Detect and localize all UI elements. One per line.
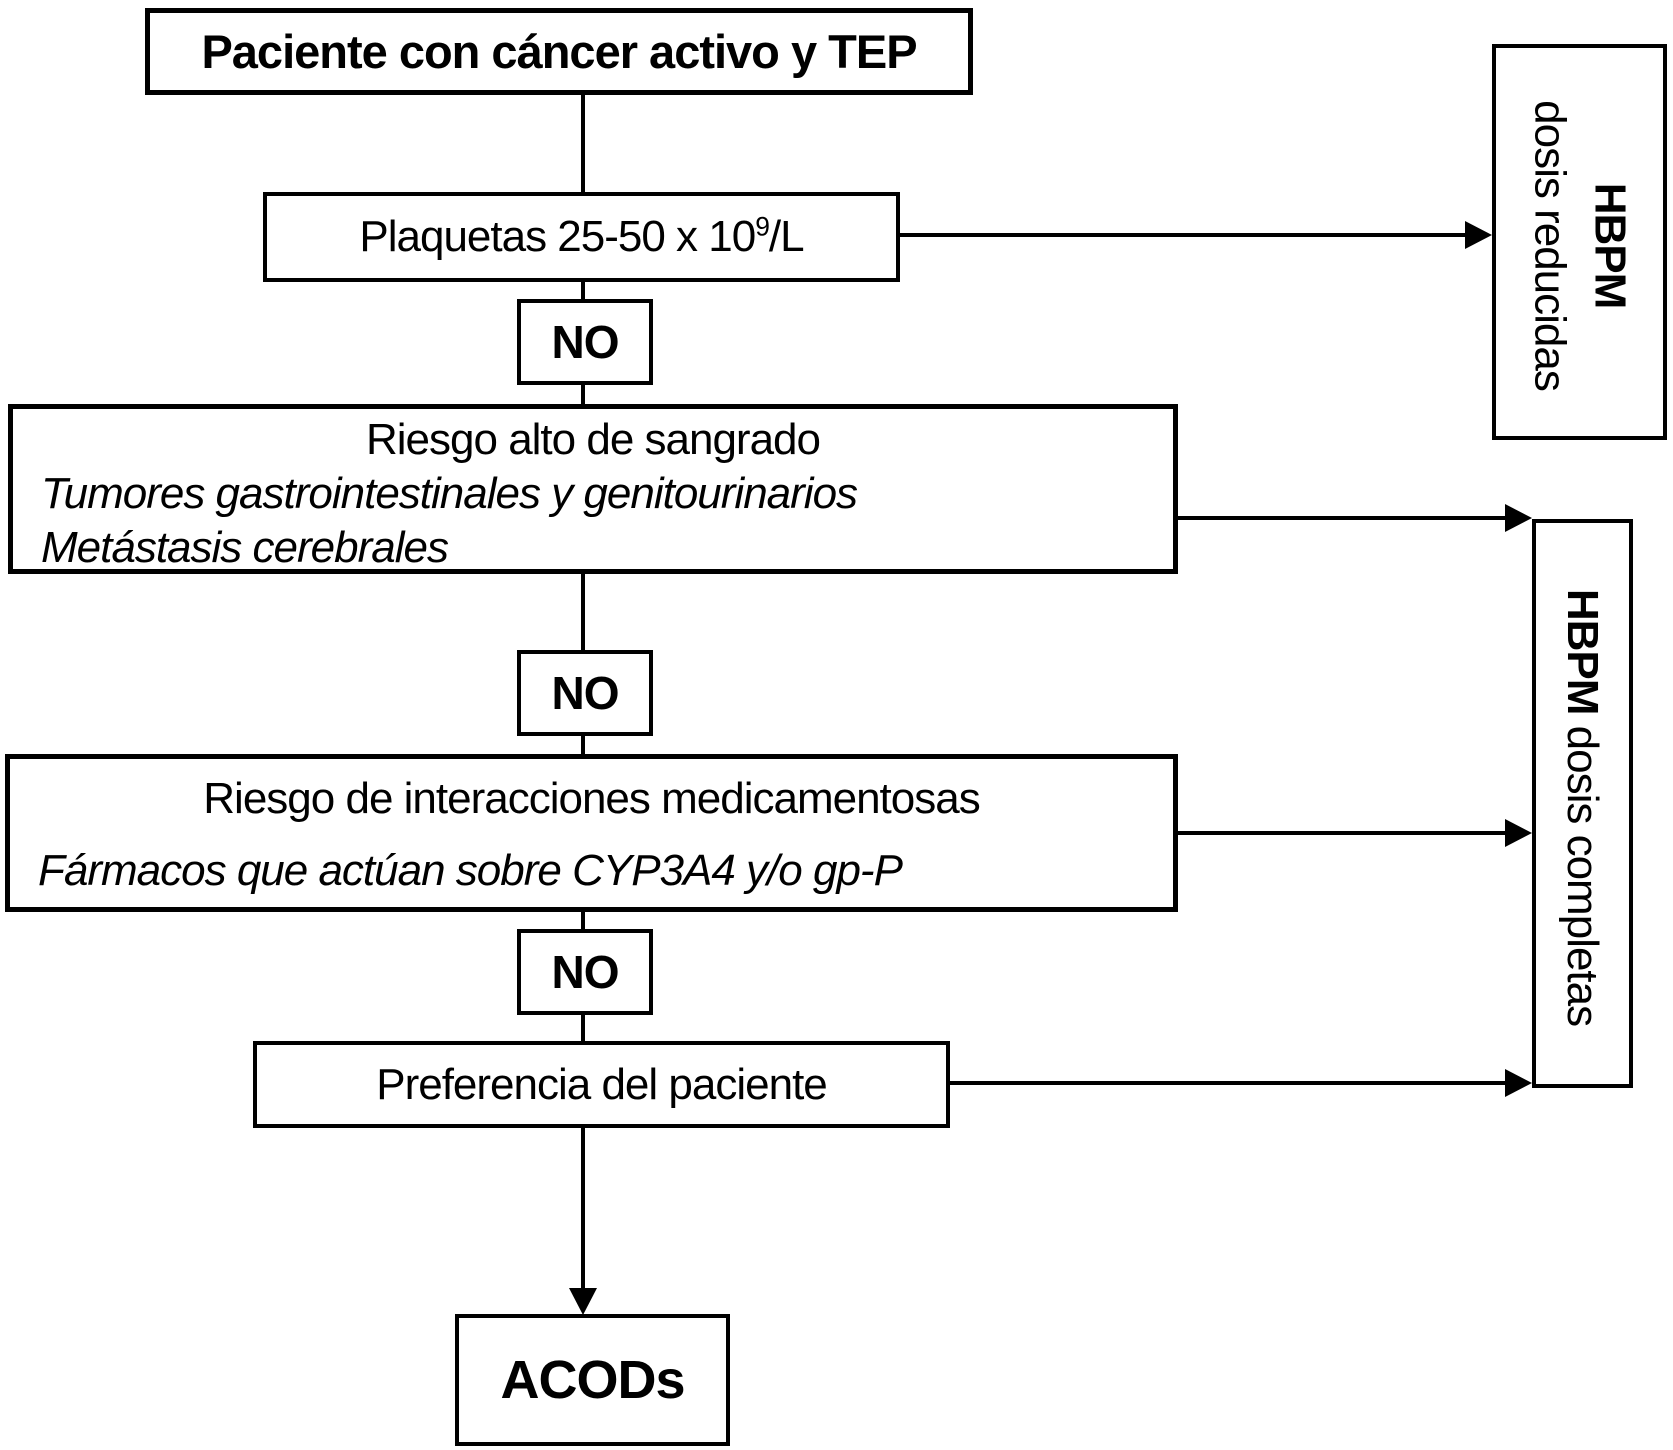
no-label-3: NO (551, 946, 620, 998)
arrow-bleeding-to-hbpm-full (1178, 516, 1505, 520)
platelets-box: Plaquetas 25-50 x 109/L (263, 192, 900, 282)
acods-label: ACODs (500, 1350, 685, 1410)
hbpm-reduced-dose-box: HBPM dosis reducidas (1492, 44, 1667, 440)
arrowhead-right-hbpm-full-1-icon (1505, 504, 1532, 532)
bleeding-risk-detail-2: Metástasis cerebrales (41, 523, 449, 572)
drug-interactions-detail-1: Fármacos que actúan sobre CYP3A4 y/o gp-… (38, 846, 903, 895)
platelets-label: Plaquetas 25-50 x 109/L (359, 211, 804, 261)
no-box-3: NO (517, 929, 653, 1015)
arrow-preference-to-hbpm-full (950, 1081, 1505, 1085)
patient-cancer-tep-box: Paciente con cáncer activo y TEP (145, 8, 973, 95)
hbpm-reduced-line1: HBPM (1586, 182, 1635, 309)
hbpm-reduced-dose-text: HBPM dosis reducidas (1493, 48, 1668, 444)
bleeding-risk-title: Riesgo alto de sangrado (366, 415, 821, 464)
hbpm-full-regular: dosis completas (1558, 714, 1608, 1027)
connector-preference-to-acods (581, 1126, 585, 1290)
platelets-superscript: 9 (755, 211, 770, 242)
no-box-1: NO (517, 299, 653, 385)
no-box-2: NO (517, 650, 653, 736)
patient-preference-box: Preferencia del paciente (253, 1041, 950, 1128)
drug-interactions-box: Riesgo de interacciones medicamentosas F… (5, 754, 1178, 912)
bleeding-risk-detail-1: Tumores gastrointestinales y genitourina… (41, 469, 858, 518)
hbpm-reduced-line2: dosis reducidas (1526, 100, 1575, 391)
no-label-2: NO (551, 667, 620, 719)
arrowhead-down-acods-icon (569, 1288, 597, 1315)
hbpm-full-dose-box: HBPM dosis completas (1532, 519, 1633, 1088)
connector-patient-to-platelets (581, 94, 585, 194)
arrow-platelets-to-hbpm-reduced (900, 233, 1466, 237)
acods-box: ACODs (455, 1314, 730, 1446)
arrowhead-right-hbpm-full-3-icon (1505, 1069, 1532, 1097)
hbpm-full-bold: HBPM (1558, 588, 1608, 715)
drug-interactions-title: Riesgo de interacciones medicamentosas (203, 774, 980, 823)
arrowhead-right-hbpm-full-2-icon (1505, 819, 1532, 847)
bleeding-risk-box: Riesgo alto de sangrado Tumores gastroin… (8, 404, 1178, 574)
hbpm-full-dose-text: HBPM dosis completas (1532, 523, 1633, 1092)
patient-cancer-tep-label: Paciente con cáncer activo y TEP (201, 25, 917, 78)
no-label-1: NO (551, 316, 620, 368)
arrow-interactions-to-hbpm-full (1178, 831, 1505, 835)
arrowhead-right-hbpm-reduced-icon (1465, 221, 1492, 249)
patient-preference-label: Preferencia del paciente (376, 1059, 828, 1109)
